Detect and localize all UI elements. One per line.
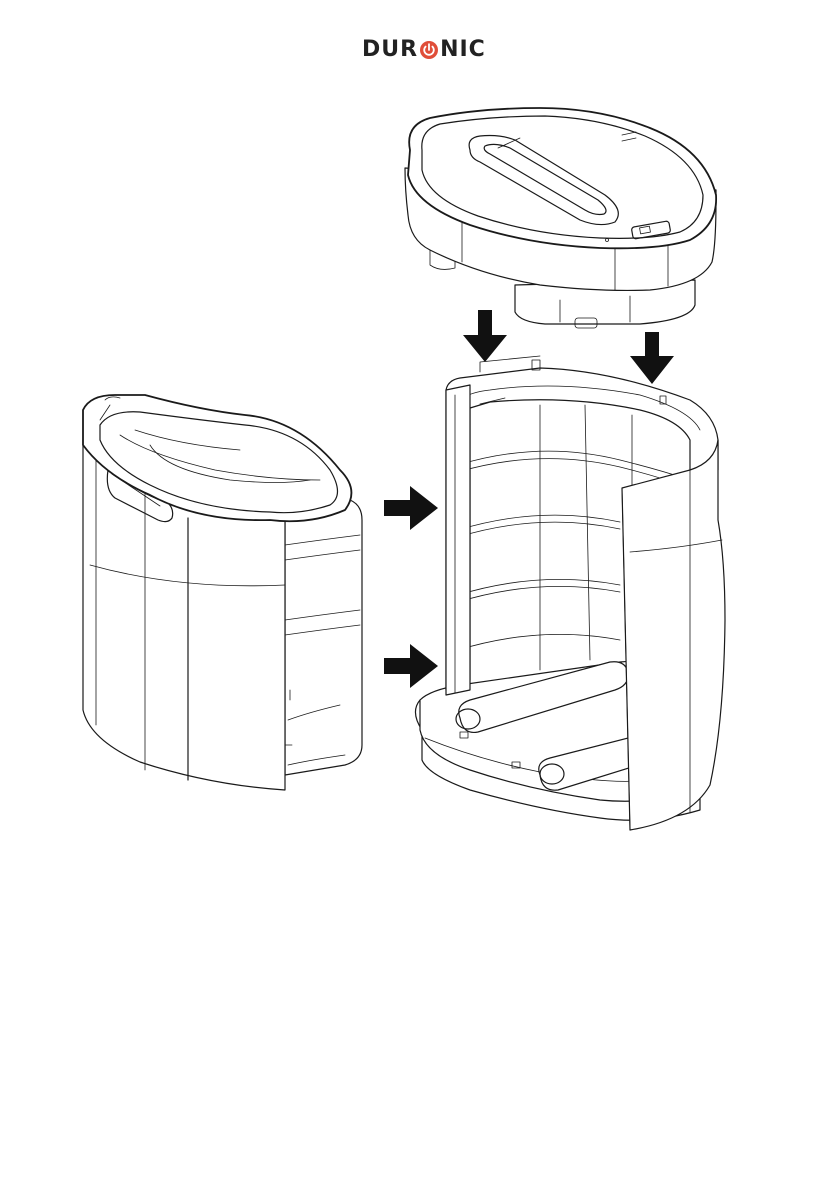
arrow-right-lower (384, 644, 438, 688)
arrow-right-upper (384, 486, 438, 530)
dust-container (83, 395, 362, 790)
base-frame (415, 356, 725, 830)
arrow-down-left (463, 310, 507, 362)
lid-unit (405, 108, 716, 328)
arrow-down-right (630, 332, 674, 384)
